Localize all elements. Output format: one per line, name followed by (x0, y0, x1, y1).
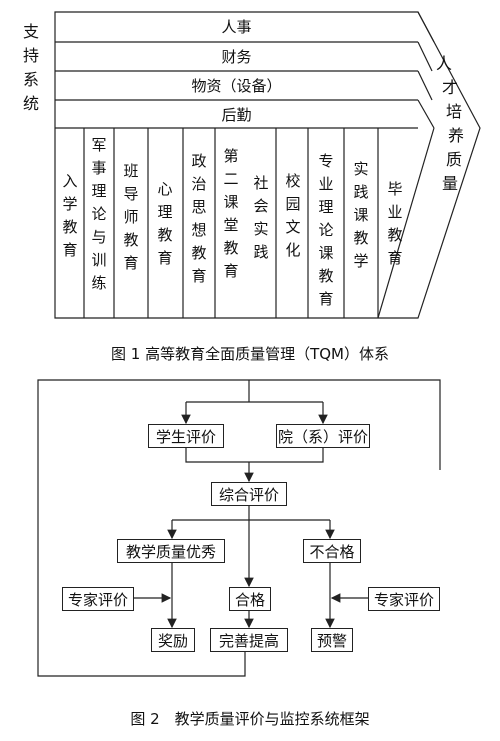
column-char: 军 (91, 136, 107, 154)
column-char: 论 (91, 205, 107, 223)
overall-evaluation-box: 综合评价 (211, 482, 287, 506)
excellent-teaching-box: 教学质量优秀 (117, 539, 225, 563)
expert-evaluation-left-box: 专家评价 (62, 587, 134, 611)
column-social-practice: 社会实践 (252, 172, 270, 264)
column-char: 入 (62, 172, 78, 190)
column-char: 育 (223, 262, 239, 280)
student-evaluation-box: 学生评价 (148, 424, 224, 448)
improve-box: 完善提高 (210, 628, 288, 652)
row-finance: 财务 (221, 48, 252, 66)
column-practice-teaching: 实践课教学 (352, 158, 370, 273)
column-char: 课 (223, 193, 239, 211)
column-char: 业 (387, 203, 403, 221)
expert-evaluation-right-box: 专家评价 (368, 587, 440, 611)
row-logistics: 后勤 (221, 106, 252, 124)
column-char: 训 (91, 251, 107, 269)
column-char: 专 (318, 152, 334, 170)
column-char: 化 (285, 241, 301, 259)
column-char: 师 (123, 208, 139, 226)
column-char: 践 (353, 183, 369, 201)
fig2-caption: 图 2 教学质量评价与监控系统框架 (130, 710, 370, 728)
column-char: 教 (62, 218, 78, 236)
column-char: 论 (318, 221, 334, 239)
column-char: 事 (91, 159, 107, 177)
column-char: 与 (91, 228, 107, 246)
column-char: 实 (353, 160, 369, 178)
column-char: 政 (191, 152, 207, 170)
unqualified-box: 不合格 (303, 539, 361, 563)
column-char: 教 (353, 229, 369, 247)
column-char: 理 (318, 198, 334, 216)
college-evaluation-box: 院（系）评价 (276, 424, 370, 448)
column-second-classroom: 第二课堂教育 (222, 145, 240, 283)
reward-box: 奖励 (151, 628, 195, 652)
column-char: 课 (353, 206, 369, 224)
column-char: 导 (123, 185, 139, 203)
column-char: 育 (191, 267, 207, 285)
column-char: 治 (191, 175, 207, 193)
column-class-mentor-education: 班导师教育 (122, 160, 140, 275)
column-political-education: 政治思想教育 (190, 150, 208, 288)
column-char: 思 (191, 198, 207, 216)
column-char: 教 (387, 226, 403, 244)
column-char: 堂 (223, 216, 239, 234)
talent-quality-label: 人 才 培 养 质 量 (436, 54, 465, 193)
column-char: 践 (253, 243, 269, 261)
column-char: 业 (318, 175, 334, 193)
column-char: 练 (91, 274, 107, 292)
column-char: 理 (91, 182, 107, 200)
column-char: 二 (223, 170, 239, 188)
column-char: 班 (123, 162, 139, 180)
column-char: 理 (157, 203, 173, 221)
support-system-label: 支 持 系 统 (22, 22, 39, 113)
column-char: 学 (62, 195, 78, 213)
column-char: 育 (62, 241, 78, 259)
row-materials: 物资（设备） (191, 77, 282, 95)
column-char: 第 (223, 147, 239, 165)
column-char: 课 (318, 244, 334, 262)
column-char: 校 (285, 172, 301, 190)
column-char: 教 (123, 231, 139, 249)
column-entrance-education: 入学教育 (61, 170, 79, 262)
column-char: 教 (191, 244, 207, 262)
row-personnel: 人事 (221, 18, 252, 36)
column-char: 教 (318, 267, 334, 285)
column-char: 文 (285, 218, 301, 236)
qualified-box: 合格 (229, 587, 271, 611)
column-char: 学 (353, 252, 369, 270)
column-char: 园 (285, 195, 301, 213)
column-char: 社 (253, 174, 269, 192)
column-char: 教 (157, 226, 173, 244)
column-graduation-education: 毕业教育 (386, 178, 404, 270)
column-campus-culture: 校园文化 (284, 170, 302, 262)
column-char: 想 (191, 221, 207, 239)
column-char: 毕 (387, 180, 403, 198)
column-char: 育 (157, 249, 173, 267)
column-char: 会 (253, 197, 269, 215)
column-char: 实 (253, 220, 269, 238)
column-psychology-education: 心理教育 (156, 178, 174, 270)
column-char: 育 (387, 249, 403, 267)
column-char: 教 (223, 239, 239, 257)
column-professional-theory: 专业理论课教育 (317, 150, 335, 311)
fig1-caption: 图 1 高等教育全面质量管理（TQM）体系 (111, 345, 389, 363)
column-char: 育 (123, 254, 139, 272)
column-char: 育 (318, 290, 334, 308)
warning-box: 预警 (311, 628, 353, 652)
column-char: 心 (157, 180, 173, 198)
column-military-training: 军事理论与训练 (90, 134, 108, 295)
